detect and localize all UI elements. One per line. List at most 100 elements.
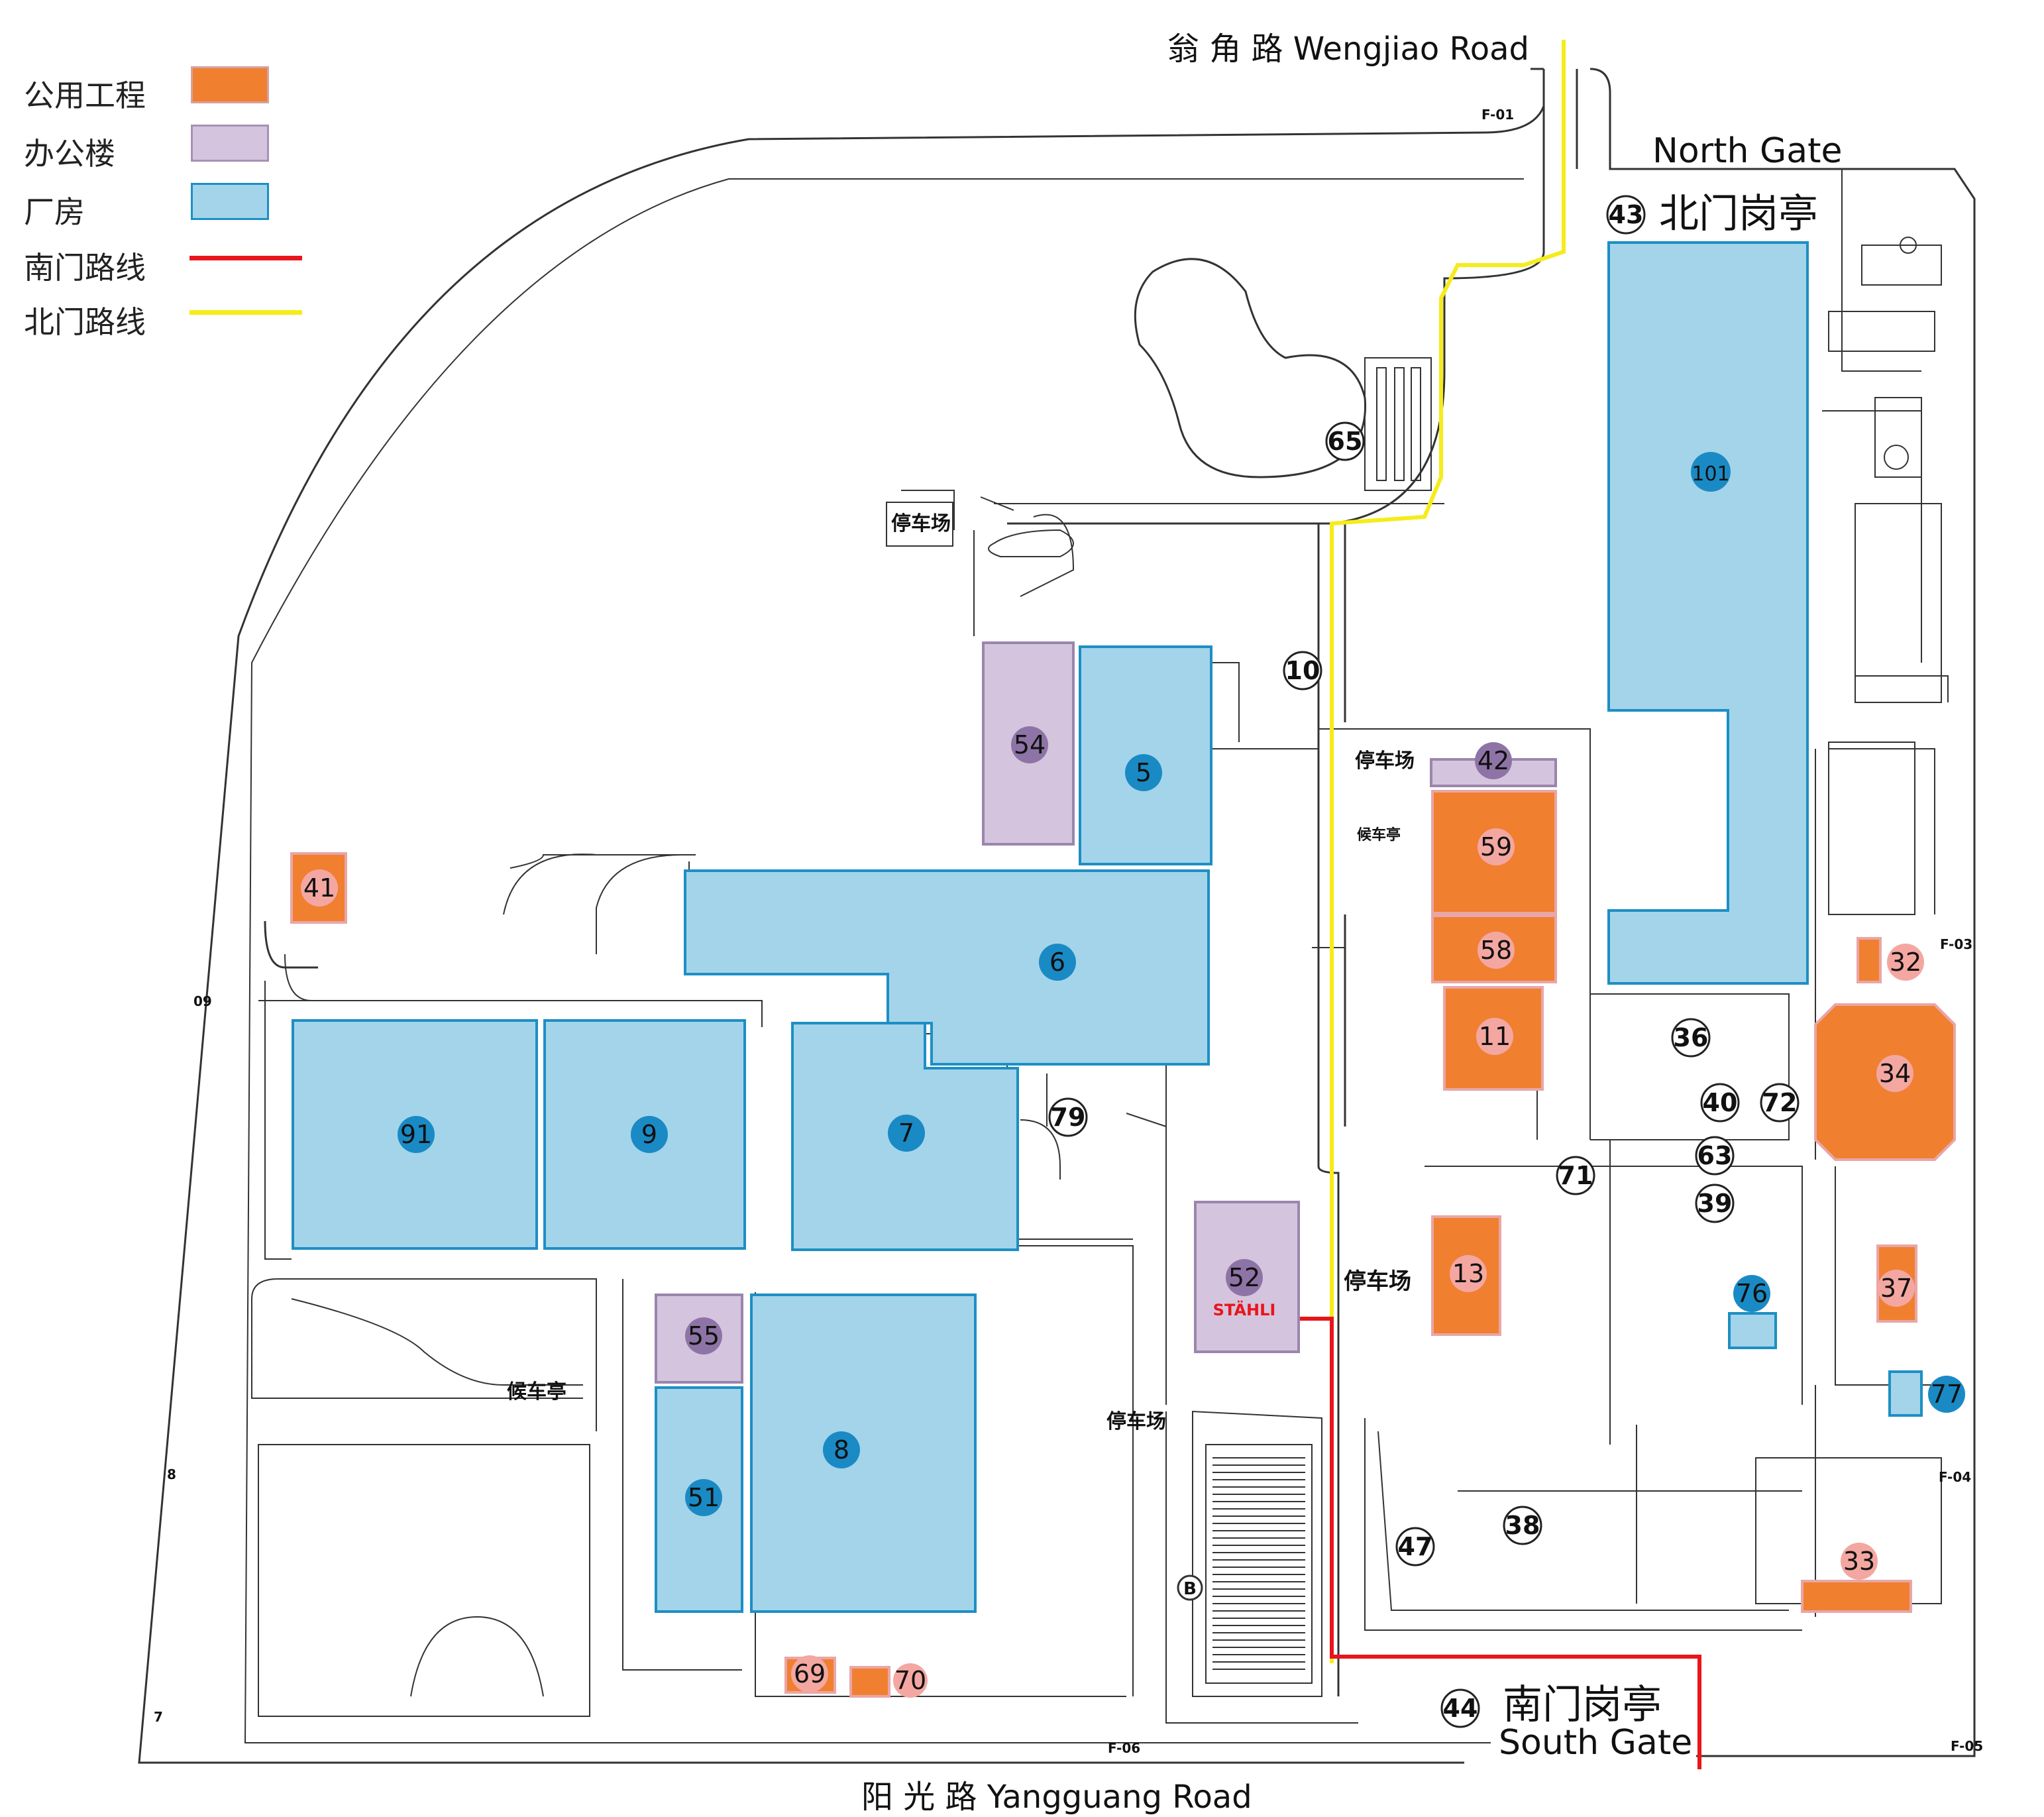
legend-item-north-route: 北门路线 <box>24 293 302 340</box>
building-badge-6 <box>1039 944 1076 981</box>
structure-badge-40 <box>1700 1083 1740 1123</box>
building-badge-8 <box>823 1431 860 1468</box>
building-badge-13 <box>1450 1255 1487 1292</box>
building-number-76: 76 <box>1736 1279 1768 1308</box>
structure-number-44: 44 <box>1443 1694 1478 1723</box>
structure-number-36: 36 <box>1674 1023 1709 1052</box>
structure-number-79: 79 <box>1051 1103 1086 1132</box>
building-8 <box>750 1294 977 1613</box>
road-north-loop <box>1007 106 1545 525</box>
east-auxiliary <box>1828 237 1942 915</box>
building-number-91: 91 <box>400 1120 432 1149</box>
building-number-59: 59 <box>1480 832 1512 861</box>
structure-badge-72 <box>1760 1083 1800 1123</box>
building-badge-59 <box>1478 828 1515 865</box>
legend-label: 办公楼 <box>24 136 115 172</box>
building-badge-7 <box>888 1115 925 1152</box>
south-route-line <box>1292 1317 1701 1769</box>
marker-f06: F-06 <box>1108 1740 1140 1756</box>
legend-label: 厂房 <box>24 194 85 230</box>
structure-badge-65 <box>1325 421 1365 461</box>
building-number-58: 58 <box>1480 936 1512 965</box>
marker-f04: F-04 <box>1939 1469 1971 1485</box>
building-badge-76 <box>1733 1275 1770 1312</box>
parking-label-top: 停车场 <box>891 512 951 535</box>
building-badge-55 <box>685 1317 722 1354</box>
structure-badge-79 <box>1048 1097 1088 1137</box>
parking-label-right: 停车场 <box>1344 1268 1411 1295</box>
structure-number-63: 63 <box>1697 1141 1733 1170</box>
building-badge-69 <box>791 1655 828 1692</box>
structure-number-43: 43 <box>1609 200 1644 229</box>
building-badge-91 <box>398 1116 435 1153</box>
building-number-13: 13 <box>1452 1259 1484 1288</box>
site-boundary <box>138 69 1545 1764</box>
building-badge-41 <box>301 869 338 907</box>
legend: 公用工程 办公楼 厂房 南门路线 北门路线 <box>24 66 302 340</box>
building-number-7: 7 <box>898 1119 914 1148</box>
north-gate-label-cn: 北门岗亭 <box>1659 191 1818 237</box>
building-badge-32 <box>1887 944 1924 981</box>
building-number-42: 42 <box>1478 746 1509 775</box>
marker-f03: F-03 <box>1940 936 1972 952</box>
structure-number-71: 71 <box>1558 1161 1593 1190</box>
parking-strip-65 <box>1364 357 1432 491</box>
structure-number-65: 65 <box>1328 427 1363 456</box>
structure-number-39: 39 <box>1697 1189 1733 1218</box>
building-badge-52 <box>1226 1259 1263 1296</box>
legend-swatch-utility <box>191 66 269 103</box>
building-32 <box>1856 937 1882 983</box>
legend-swatch-factory <box>191 183 269 220</box>
building-badge-70 <box>893 1663 928 1698</box>
building-number-41: 41 <box>303 873 335 903</box>
legend-label: 公用工程 <box>24 78 146 113</box>
east-fence <box>1589 68 1976 1757</box>
building-badge-37 <box>1878 1270 1915 1307</box>
building-badge-34 <box>1876 1055 1913 1092</box>
edge-number-09: 09 <box>193 993 212 1009</box>
structure-badge-63 <box>1695 1136 1735 1176</box>
structure-badge-39 <box>1695 1184 1735 1223</box>
legend-label: 南门路线 <box>24 250 146 286</box>
legend-label: 北门路线 <box>24 304 146 340</box>
structure-badge-47 <box>1395 1527 1435 1567</box>
building-number-101: 101 <box>1692 463 1729 486</box>
stahli-logo: STÄHLI <box>1213 1300 1276 1319</box>
b-marker <box>1177 1574 1203 1601</box>
road-label-south: 阳 光 路 Yangguang Road <box>861 1779 1252 1816</box>
parking-label-bottom: 停车场 <box>1106 1410 1166 1433</box>
building-number-5: 5 <box>1136 758 1152 787</box>
marker-f01: F-01 <box>1481 107 1514 123</box>
legend-item-office: 办公楼 <box>24 125 302 172</box>
south-gate-label-cn: 南门岗亭 <box>1503 1682 1662 1728</box>
structure-badge-44 <box>1440 1688 1480 1728</box>
building-number-34: 34 <box>1879 1059 1911 1088</box>
building-badge-51 <box>685 1479 722 1516</box>
building-6 <box>684 869 1210 1066</box>
building-number-52: 52 <box>1228 1263 1260 1292</box>
shelter-label-right: 候车亭 <box>1357 826 1401 844</box>
shelter-label-left: 候车亭 <box>507 1380 566 1404</box>
building-number-37: 37 <box>1880 1274 1912 1303</box>
south-gate-label-en: South Gate <box>1499 1723 1693 1763</box>
parking-label-mid: 停车场 <box>1355 749 1415 773</box>
building-badge-77 <box>1928 1376 1965 1413</box>
building-badge-101 <box>1691 452 1731 492</box>
building-number-33: 33 <box>1843 1547 1875 1576</box>
building-badge-33 <box>1841 1543 1878 1580</box>
structure-badge-36 <box>1671 1018 1711 1058</box>
structure-badge-43 <box>1606 195 1646 235</box>
legend-swatch-office <box>191 125 269 162</box>
north-gate-label-en: North Gate <box>1652 131 1843 171</box>
building-70 <box>849 1666 890 1698</box>
legend-item-utility: 公用工程 <box>24 66 302 113</box>
building-number-51: 51 <box>688 1483 720 1512</box>
building-number-70: 70 <box>894 1666 926 1695</box>
building-number-8: 8 <box>834 1435 849 1464</box>
building-number-77: 77 <box>1931 1380 1963 1409</box>
marker-f05: F-05 <box>1951 1738 1983 1754</box>
building-badge-11 <box>1476 1018 1513 1055</box>
legend-item-factory: 厂房 <box>24 183 302 230</box>
building-101 <box>1607 241 1809 985</box>
building-number-69: 69 <box>794 1659 826 1688</box>
